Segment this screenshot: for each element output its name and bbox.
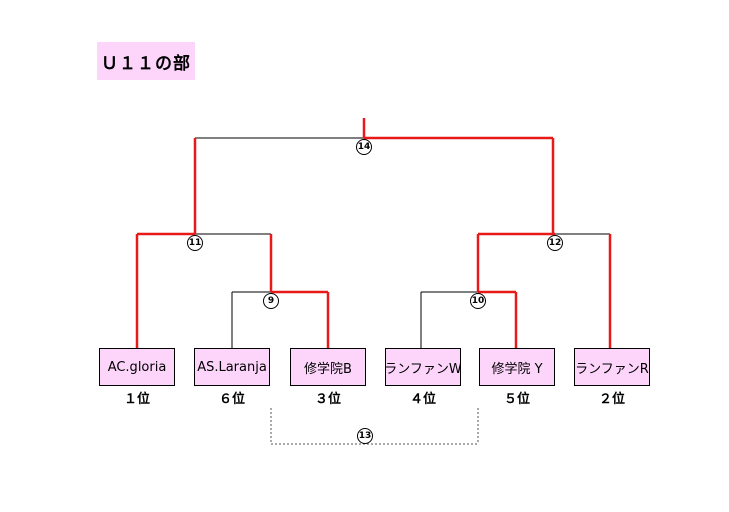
team-box-shugakuin-y: 修学院 Y — [479, 348, 555, 386]
match-10-badge: 10 — [470, 293, 486, 309]
rank-label: ２位 — [598, 392, 625, 407]
rank-label: ３位 — [314, 392, 341, 407]
rank-label: １位 — [123, 392, 150, 407]
match-13-badge: 13 — [357, 428, 373, 444]
match-9-badge: 9 — [263, 293, 279, 309]
team-box-ac-gloria: AC.gloria — [99, 348, 175, 386]
rank-label: ５位 — [503, 392, 530, 407]
match-12-badge: 12 — [547, 235, 563, 251]
team-box-as-laranja: AS.Laranja — [194, 348, 270, 386]
match-14-badge: 14 — [356, 139, 372, 155]
team-box-shugakuin-b: 修学院B — [290, 348, 366, 386]
match-11-badge: 11 — [187, 235, 203, 251]
page-title: Ｕ１１の部 — [97, 42, 195, 80]
rank-label: ４位 — [409, 392, 436, 407]
rank-label: ６位 — [218, 392, 245, 407]
team-box-ranfan-w: ランファンW — [385, 348, 461, 386]
team-box-ranfan-r: ランファンR — [574, 348, 650, 386]
